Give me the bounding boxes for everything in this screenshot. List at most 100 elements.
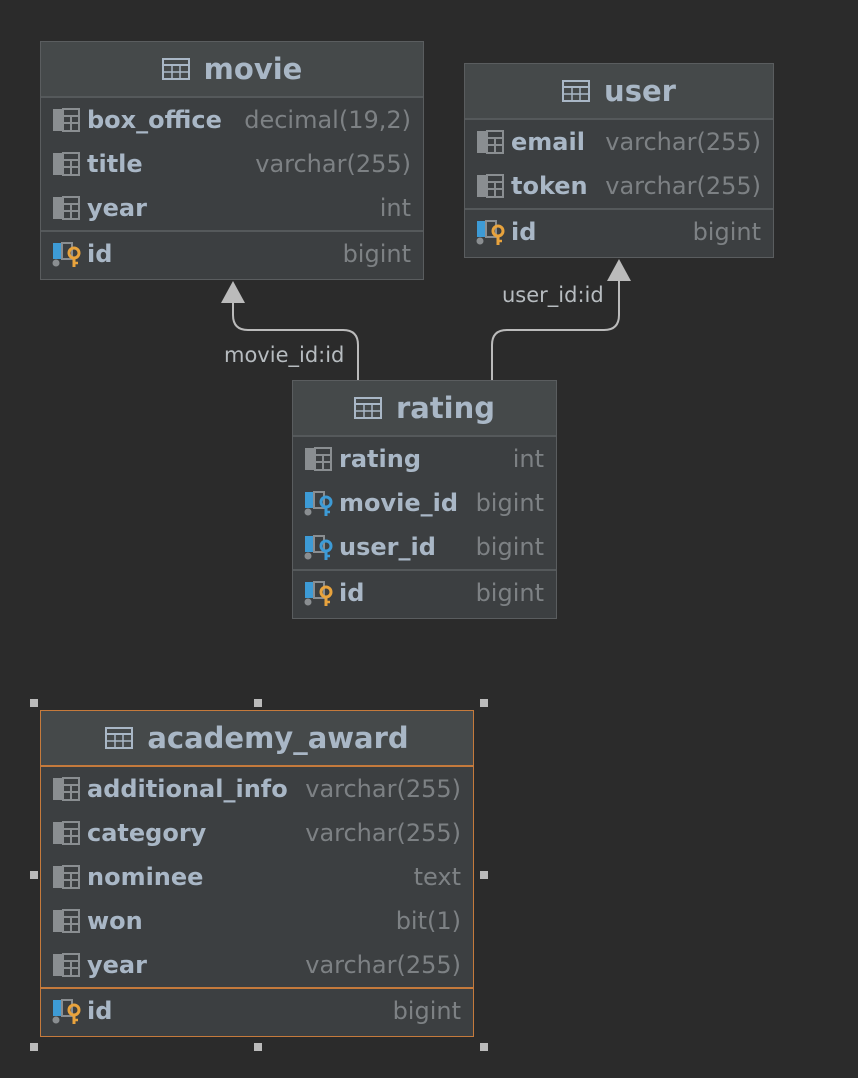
entity-title: movie	[203, 52, 303, 86]
column-icon	[305, 447, 332, 471]
column-row[interactable]: won bit(1)	[41, 899, 473, 943]
column-icon	[53, 777, 80, 801]
column-type: varchar(255)	[305, 775, 461, 803]
pk-separator	[293, 569, 556, 571]
entity-header: academy_award	[41, 711, 473, 767]
column-name: id	[87, 240, 113, 268]
resize-handle-bottom[interactable]	[254, 1043, 262, 1051]
user-fk-label: user_id:id	[502, 283, 604, 307]
entity-movie[interactable]: movie box_office decimal(19,2) title var…	[40, 41, 424, 280]
resize-handle-top[interactable]	[254, 699, 262, 707]
foreign-key-icon	[304, 535, 333, 560]
column-row[interactable]: box_office decimal(19,2)	[41, 98, 423, 142]
column-type: text	[413, 863, 461, 891]
column-type: varchar(255)	[605, 128, 761, 156]
column-type: bigint	[475, 579, 544, 607]
column-icon	[53, 152, 80, 176]
column-row[interactable]: year int	[41, 186, 423, 230]
column-icon	[53, 108, 80, 132]
column-type: bigint	[692, 218, 761, 246]
column-icon	[53, 865, 80, 889]
column-type: varchar(255)	[305, 819, 461, 847]
column-name: rating	[339, 445, 421, 473]
column-name: email	[511, 128, 585, 156]
column-icon	[53, 196, 80, 220]
resize-handle-top-right[interactable]	[480, 699, 488, 707]
column-row[interactable]: category varchar(255)	[41, 811, 473, 855]
entity-header: rating	[293, 381, 556, 437]
column-name: token	[511, 172, 588, 200]
pk-separator	[41, 987, 473, 989]
column-name: user_id	[339, 533, 436, 561]
column-type: int	[379, 194, 411, 222]
primary-key-icon	[52, 999, 81, 1024]
user-fk-line	[491, 280, 620, 380]
column-type: varchar(255)	[605, 172, 761, 200]
movie-fk-line	[232, 300, 359, 380]
pk-separator	[465, 208, 773, 210]
column-icon	[477, 130, 504, 154]
column-type: bigint	[392, 997, 461, 1025]
column-row[interactable]: email varchar(255)	[465, 120, 773, 164]
resize-handle-bottom-right[interactable]	[480, 1043, 488, 1051]
table-icon	[105, 727, 134, 749]
resize-handle-left[interactable]	[30, 871, 38, 879]
column-name: won	[87, 907, 143, 935]
column-name: year	[87, 951, 147, 979]
pk-row[interactable]: id bigint	[465, 210, 773, 254]
column-row[interactable]: year varchar(255)	[41, 943, 473, 987]
entity-title: user	[604, 74, 676, 108]
column-name: id	[87, 997, 113, 1025]
column-type: bigint	[475, 489, 544, 517]
column-row[interactable]: movie_id bigint	[293, 481, 556, 525]
column-name: box_office	[87, 106, 222, 134]
column-row[interactable]: rating int	[293, 437, 556, 481]
movie-fk-arrowhead	[221, 281, 245, 303]
column-type: varchar(255)	[255, 150, 411, 178]
column-row[interactable]: nominee text	[41, 855, 473, 899]
entity-header: movie	[41, 42, 423, 98]
resize-handle-right[interactable]	[480, 871, 488, 879]
primary-key-icon	[52, 242, 81, 267]
column-type: int	[512, 445, 544, 473]
pk-row[interactable]: id bigint	[293, 571, 556, 615]
entity-title: rating	[395, 391, 496, 425]
primary-key-icon	[304, 581, 333, 606]
column-row[interactable]: user_id bigint	[293, 525, 556, 569]
column-type: varchar(255)	[305, 951, 461, 979]
foreign-key-icon	[304, 491, 333, 516]
column-type: bigint	[342, 240, 411, 268]
column-type: bigint	[475, 533, 544, 561]
column-name: title	[87, 150, 143, 178]
pk-row[interactable]: id bigint	[41, 989, 473, 1033]
table-icon	[161, 58, 190, 80]
column-name: nominee	[87, 863, 204, 891]
column-row[interactable]: title varchar(255)	[41, 142, 423, 186]
resize-handle-top-left[interactable]	[30, 699, 38, 707]
column-name: id	[339, 579, 365, 607]
column-icon	[53, 821, 80, 845]
column-type: decimal(19,2)	[244, 106, 411, 134]
column-name: id	[511, 218, 537, 246]
entity-academy-award[interactable]: academy_award additional_info varchar(25…	[40, 710, 474, 1037]
entity-rating[interactable]: rating rating int movie_id bigint user_i…	[292, 380, 557, 619]
table-icon	[353, 397, 382, 419]
movie-fk-label: movie_id:id	[224, 343, 345, 367]
column-name: additional_info	[87, 775, 288, 803]
column-name: category	[87, 819, 207, 847]
column-icon	[53, 953, 80, 977]
resize-handle-bottom-left[interactable]	[30, 1043, 38, 1051]
pk-separator	[41, 230, 423, 232]
primary-key-icon	[476, 220, 505, 245]
column-row[interactable]: token varchar(255)	[465, 164, 773, 208]
entity-user[interactable]: user email varchar(255) token varchar(25…	[464, 63, 774, 258]
pk-row[interactable]: id bigint	[41, 232, 423, 276]
column-row[interactable]: additional_info varchar(255)	[41, 767, 473, 811]
column-icon	[477, 174, 504, 198]
table-icon	[562, 80, 591, 102]
user-fk-arrowhead	[607, 259, 631, 281]
column-type: bit(1)	[395, 907, 461, 935]
entity-title: academy_award	[147, 721, 409, 755]
column-name: year	[87, 194, 147, 222]
